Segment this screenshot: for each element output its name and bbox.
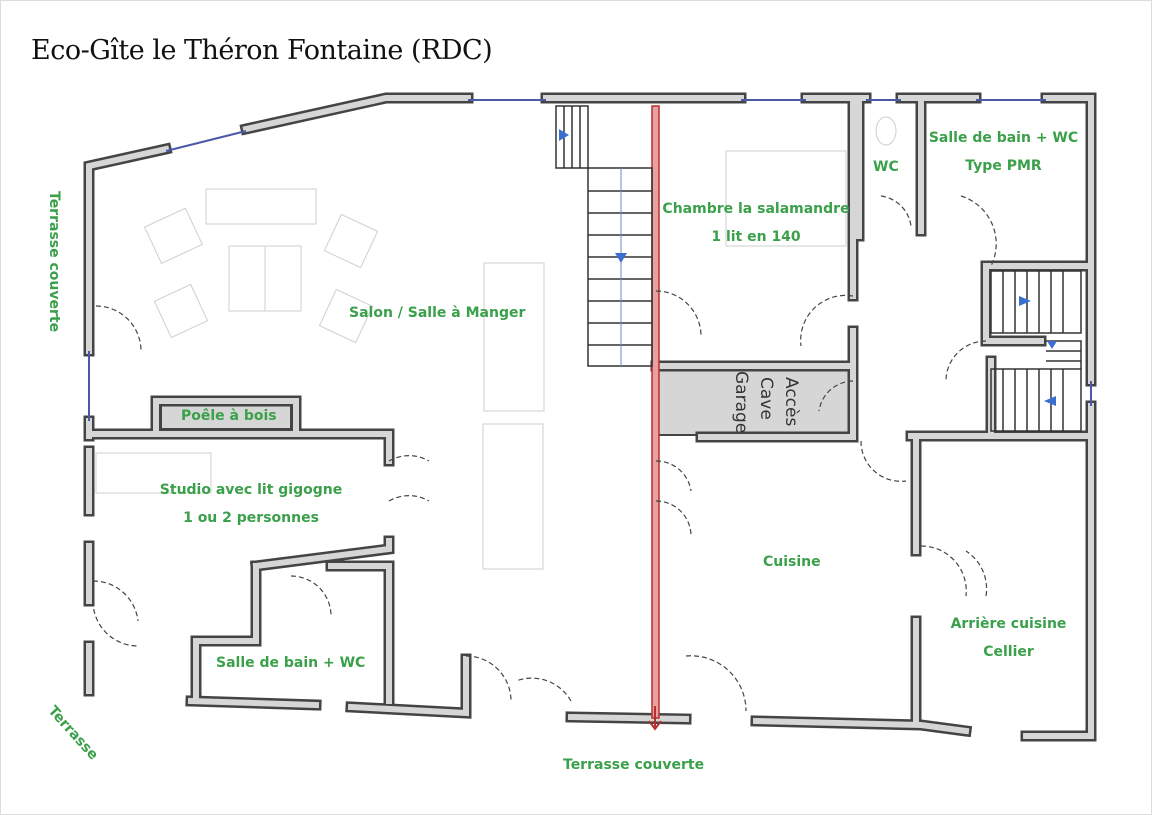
plan-title: Eco-Gîte le Théron Fontaine (RDC)	[31, 35, 493, 66]
arriere-cuisine-title: Arrière cuisine	[950, 616, 1067, 632]
chambre-title: Chambre la salamandre	[662, 201, 850, 217]
room-label-studio: Studio avec lit gigogne 1 ou 2 personnes	[151, 476, 351, 532]
furniture	[95, 116, 897, 570]
room-label-chambre: Chambre la salamandre 1 lit en 140	[656, 195, 856, 251]
room-label-poele: Poêle à bois	[181, 408, 277, 424]
studio-subtitle: 1 ou 2 personnes	[183, 510, 319, 526]
chambre-subtitle: 1 lit en 140	[711, 229, 801, 245]
staircase-left	[555, 105, 653, 367]
exterior-label-terrasse-couverte-bottom: Terrasse couverte	[563, 757, 705, 773]
windows	[88, 99, 1092, 421]
stair-arrow-icon	[559, 129, 627, 263]
room-label-salon: Salon / Salle à Manger	[349, 305, 526, 321]
sdb-pmr-title: Salle de bain + WC	[928, 130, 1079, 146]
room-label-cave: Cave	[756, 377, 776, 420]
exterior-label-terrasse-couverte-left: Terrasse couverte	[46, 191, 62, 333]
studio-title: Studio avec lit gigogne	[159, 482, 343, 498]
door-swings	[92, 195, 997, 712]
room-label-sdb-studio: Salle de bain + WC	[216, 655, 366, 671]
room-label-acces: Accès	[781, 377, 801, 427]
arriere-cuisine-subtitle: Cellier	[983, 644, 1034, 660]
cellar-access-area	[657, 368, 852, 436]
room-label-cuisine: Cuisine	[763, 554, 821, 570]
room-label-wc: WC	[873, 159, 899, 175]
room-label-sdb-pmr: Salle de bain + WC Type PMR	[926, 124, 1081, 180]
staircase-right	[990, 270, 1082, 432]
sdb-pmr-subtitle: Type PMR	[965, 158, 1042, 174]
room-label-arriere-cuisine: Arrière cuisine Cellier	[941, 610, 1076, 666]
room-label-garage: Garage	[731, 371, 751, 434]
